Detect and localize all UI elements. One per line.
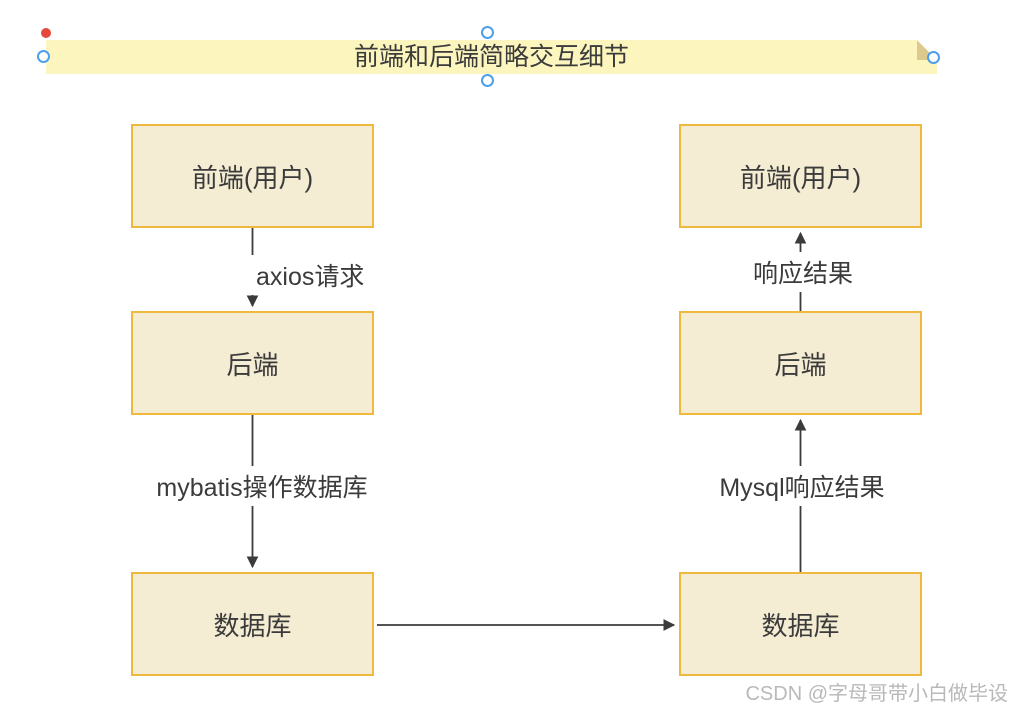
node-database-left-label: 数据库 — [213, 610, 292, 641]
handle-right[interactable] — [927, 51, 940, 64]
node-backend-left[interactable]: 后端 — [131, 311, 374, 415]
node-backend-right-label: 后端 — [774, 349, 827, 380]
edge-label-mysql-result[interactable]: Mysql响应结果 — [714, 466, 890, 506]
edge-label-mybatis[interactable]: mybatis操作数据库 — [151, 466, 373, 506]
node-frontend-right-label: 前端(用户) — [739, 162, 862, 193]
diagram-title: 前端和后端简略交互细节 — [353, 43, 629, 71]
node-frontend-left-label: 前端(用户) — [191, 162, 314, 193]
node-frontend-left[interactable]: 前端(用户) — [131, 124, 374, 228]
node-database-right-label: 数据库 — [761, 610, 840, 641]
csdn-watermark: CSDN @字母哥带小白做毕设 — [745, 683, 1008, 705]
node-backend-right[interactable]: 后端 — [679, 311, 922, 415]
title-note[interactable]: 前端和后端简略交互细节 — [46, 40, 937, 74]
handle-bottom[interactable] — [481, 74, 494, 87]
node-frontend-right[interactable]: 前端(用户) — [679, 124, 922, 228]
handle-top[interactable] — [481, 26, 494, 39]
node-database-right[interactable]: 数据库 — [679, 572, 922, 676]
handle-left[interactable] — [37, 50, 50, 63]
edge-label-response-result[interactable]: 响应结果 — [747, 252, 859, 292]
edge-label-axios-request[interactable]: axios请求 — [251, 255, 370, 295]
endpoint-red-dot[interactable] — [41, 28, 51, 38]
node-database-left[interactable]: 数据库 — [131, 572, 374, 676]
node-backend-left-label: 后端 — [226, 349, 279, 380]
